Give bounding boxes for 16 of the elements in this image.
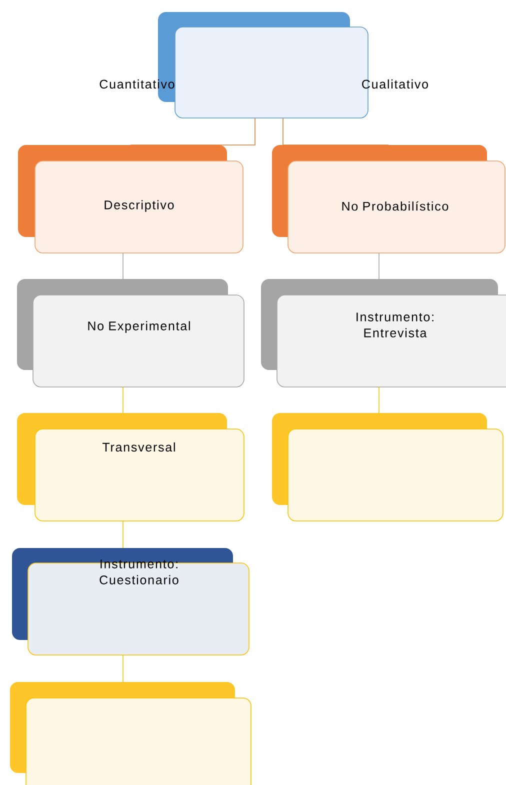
connector-line <box>122 520 124 548</box>
connector-line <box>378 252 380 280</box>
connector-line <box>122 654 124 682</box>
connector-line <box>130 118 256 146</box>
empty-box <box>272 413 504 522</box>
node-label: Cualitativo <box>362 79 428 89</box>
process-box: Descriptivo <box>18 145 244 254</box>
process-box: Transversal <box>17 413 244 522</box>
connector-line <box>122 252 124 280</box>
empty-box <box>10 682 252 785</box>
connector-line <box>378 386 380 414</box>
process-box: No Experimental <box>17 279 244 388</box>
connector-line <box>282 118 389 146</box>
connector-line <box>122 386 124 414</box>
process-box: Instrumento: Entrevista <box>261 279 506 388</box>
process-box: No Probabilístico <box>272 145 506 254</box>
